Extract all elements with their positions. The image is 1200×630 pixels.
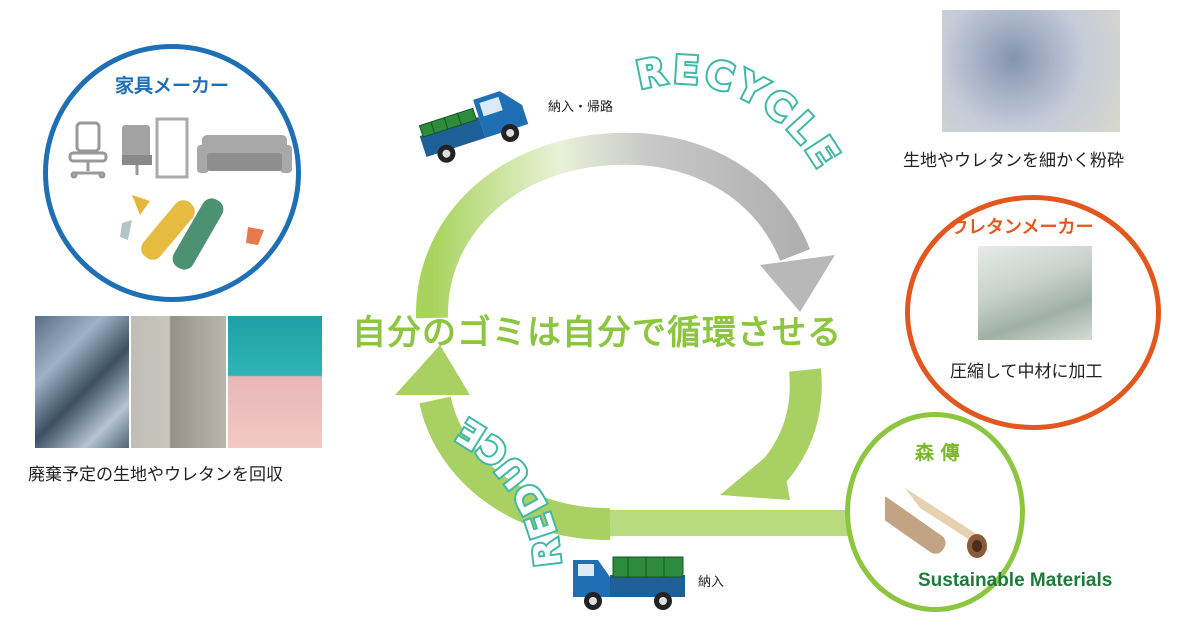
urethane-maker-caption: 圧縮して中材に加工 — [950, 362, 1103, 382]
furniture-maker-caption: 廃棄予定の生地やウレタンを回収 — [28, 465, 283, 485]
furniture-icons — [68, 117, 292, 270]
bottom-arc — [419, 396, 611, 541]
fabric-roll-icon — [885, 488, 990, 558]
top-arc — [415, 132, 810, 319]
truck-top-label: 納入・帰路 — [548, 100, 614, 115]
compressed-foam-photo — [978, 246, 1092, 340]
truck-bottom-icon — [573, 556, 685, 610]
truck-top-icon — [418, 91, 529, 163]
morisuke-brand: Sustainable Materials — [918, 570, 1113, 591]
desk-chair-icon — [122, 117, 189, 179]
morisuke-title: 森 傳 — [915, 442, 960, 464]
urethane-maker-title: ウレタンメーカー — [950, 217, 1094, 238]
center-slogan: 自分のゴミは自分で循環させる — [352, 313, 842, 353]
office-chair-icon — [68, 121, 108, 179]
svg-text:REDUCE: REDUCE — [447, 407, 570, 569]
scrap-gray-icon — [120, 220, 132, 240]
scrap-yellow-icon — [132, 195, 150, 215]
morisuke-circle — [845, 412, 1025, 612]
shredded-material-photo — [942, 10, 1120, 132]
bottom-band — [600, 510, 850, 536]
rolls-photo — [131, 316, 226, 448]
roll-green-icon — [172, 198, 224, 270]
scrap-orange-icon — [246, 227, 264, 245]
sofa-icon — [197, 135, 292, 173]
left-arrowhead — [395, 345, 470, 395]
right-arrowhead — [720, 445, 790, 500]
furniture-maker-title: 家具メーカー — [115, 75, 230, 97]
shred-photo-caption: 生地やウレタンを細かく粉砕 — [903, 151, 1124, 171]
top-arrowhead — [760, 255, 835, 312]
roll-yellow-icon — [141, 200, 195, 260]
shredded-fabric-photo — [35, 316, 129, 448]
urethane-photo — [228, 316, 322, 448]
truck-bottom-label: 納入 — [698, 575, 725, 590]
